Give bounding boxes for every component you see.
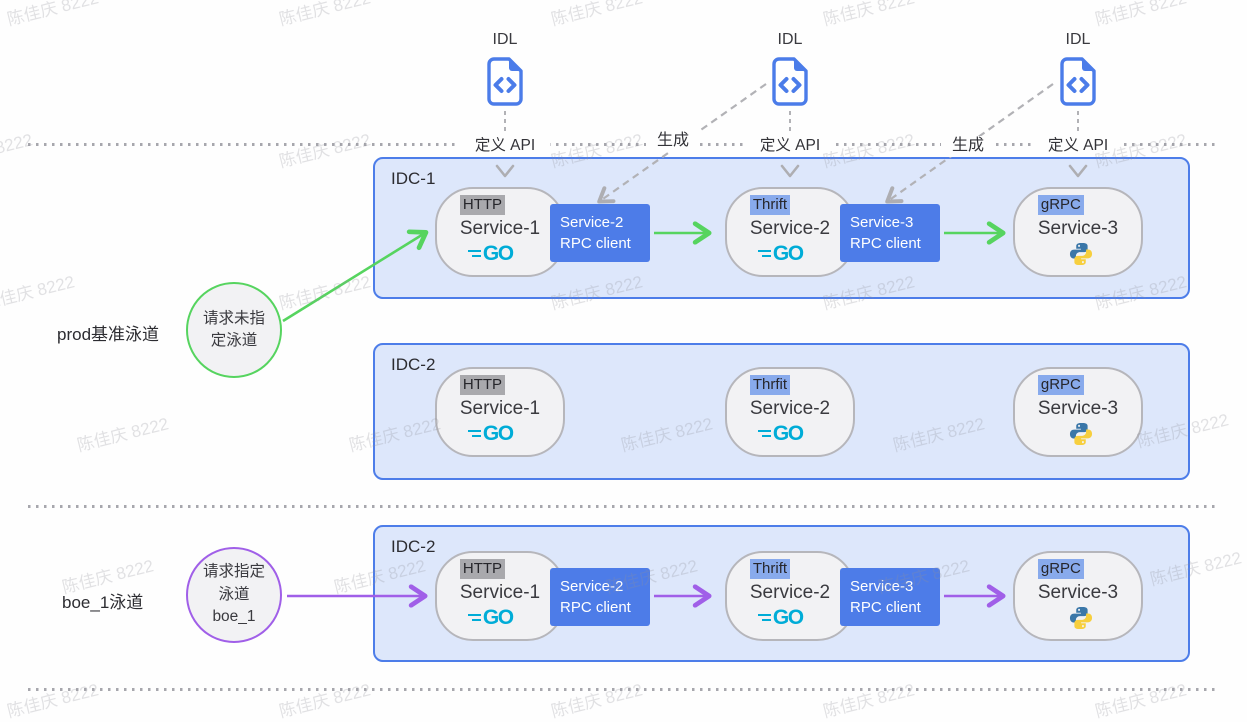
rpc-client-line: Service-3 xyxy=(850,214,914,231)
watermark: 陈佳庆 8222 xyxy=(1093,680,1189,722)
go-logo-icon: GO xyxy=(757,605,804,629)
service-name: Service-3 xyxy=(1037,581,1119,603)
protocol-badge: gRPC xyxy=(1037,559,1084,579)
idl-file-label: IDL xyxy=(1065,31,1091,48)
rpc-client-line: RPC client xyxy=(850,599,921,616)
service-node: gRPC Service-3 xyxy=(1013,187,1143,277)
lane-label-boe1: boe_1泳道 xyxy=(62,593,144,612)
idl-file-label: IDL xyxy=(492,31,518,48)
circle-text-line: 定泳道 xyxy=(210,332,258,349)
watermark: 陈佳庆 8222 xyxy=(277,680,373,722)
go-logo-icon: GO xyxy=(467,241,514,265)
idc-label: IDC-1 xyxy=(391,169,436,188)
go-logo-icon: GO xyxy=(757,241,804,265)
watermark: 陈佳庆 8222 xyxy=(821,0,917,30)
service-name: Service-1 xyxy=(459,397,541,419)
request-circle-boe1: 请求指定 泳道 boe_1 xyxy=(186,547,282,643)
python-logo-icon xyxy=(1068,421,1094,447)
watermark: 陈佳庆 8222 xyxy=(277,272,373,314)
go-logo-icon: GO xyxy=(757,421,804,445)
rpc-client-line: RPC client xyxy=(560,235,631,252)
service-name: Service-1 xyxy=(459,581,541,603)
watermark: 陈佳庆 8222 xyxy=(1093,0,1189,30)
rpc-client-box: Service-2 RPC client xyxy=(550,204,650,262)
idl-file-icon xyxy=(483,56,527,111)
go-logo-icon: GO xyxy=(467,421,514,445)
watermark: 陈佳庆 8222 xyxy=(549,0,645,30)
define-api-label: 定义 API xyxy=(460,136,550,157)
rpc-client-line: Service-2 xyxy=(560,214,624,231)
generate-label: 生成 xyxy=(941,136,995,157)
rpc-client-box: Service-2 RPC client xyxy=(550,568,650,626)
service-name: Service-2 xyxy=(749,217,831,239)
idl-file-label: IDL xyxy=(777,31,803,48)
rpc-client-line: RPC client xyxy=(560,599,631,616)
rpc-client-line: Service-2 xyxy=(560,578,624,595)
service-name: Service-3 xyxy=(1037,397,1119,419)
python-logo-icon xyxy=(1068,605,1094,631)
circle-text-line: 请求指定 xyxy=(202,563,265,581)
protocol-badge: HTTP xyxy=(459,375,506,395)
service-name: Service-2 xyxy=(749,397,831,419)
service-node: gRPC Service-3 xyxy=(1013,551,1143,641)
service-node: HTTP Service-1 GO xyxy=(435,187,565,277)
rpc-client-line: RPC client xyxy=(850,235,921,252)
idl-file-icon xyxy=(1056,56,1100,111)
protocol-badge: HTTP xyxy=(459,195,506,215)
service-node: HTTP Service-1 GO xyxy=(435,551,565,641)
protocol-badge: gRPC xyxy=(1037,375,1084,395)
service-node: gRPC Service-3 xyxy=(1013,367,1143,457)
protocol-badge: Thrift xyxy=(749,559,791,579)
service-node: Thrift Service-2 GO xyxy=(725,187,855,277)
service-name: Service-2 xyxy=(749,581,831,603)
rpc-client-box: Service-3 RPC client xyxy=(840,204,940,262)
service-node: Thrift Service-2 GO xyxy=(725,551,855,641)
idc-label: IDC-2 xyxy=(391,355,436,374)
rpc-client-box: Service-3 RPC client xyxy=(840,568,940,626)
define-api-label: 定义 API xyxy=(1033,136,1123,157)
protocol-badge: Thrift xyxy=(749,195,791,215)
watermark: 陈佳庆 8222 xyxy=(277,0,373,30)
define-api-label: 定义 API xyxy=(745,136,835,157)
protocol-badge: HTTP xyxy=(459,559,506,579)
watermark: 陈佳庆 8222 xyxy=(5,680,101,722)
go-logo-icon: GO xyxy=(467,605,514,629)
watermark: 陈佳庆 8222 xyxy=(0,272,77,314)
dotted-separator xyxy=(28,505,1220,508)
watermark: 陈佳庆 8222 xyxy=(0,130,35,171)
python-logo-icon xyxy=(1068,241,1094,267)
watermark: 陈佳庆 8222 xyxy=(549,680,645,722)
lane-label-prod: prod基准泳道 xyxy=(57,325,160,344)
generate-label: 生成 xyxy=(646,131,700,152)
watermark: 陈佳庆 8222 xyxy=(5,0,101,30)
rpc-client-line: Service-3 xyxy=(850,578,914,595)
service-name: Service-3 xyxy=(1037,217,1119,239)
circle-text-line: 泳道 xyxy=(218,585,250,603)
watermark: 陈佳庆 8222 xyxy=(75,414,171,456)
protocol-badge: gRPC xyxy=(1037,195,1084,215)
service-node: HTTP Service-1 GO xyxy=(435,367,565,457)
idc-label: IDC-2 xyxy=(391,537,436,556)
service-name: Service-1 xyxy=(459,217,541,239)
idl-file-icon xyxy=(768,56,812,111)
watermark: 陈佳庆 8222 xyxy=(277,130,373,172)
protocol-badge: Thrfit xyxy=(749,375,791,395)
service-node: Thrfit Service-2 GO xyxy=(725,367,855,457)
circle-text-line: 请求未指 xyxy=(202,309,265,327)
request-circle-unspecified: 请求未指 定泳道 xyxy=(186,282,282,378)
circle-text-line: boe_1 xyxy=(212,608,256,626)
dotted-separator xyxy=(28,688,1220,691)
watermark: 陈佳庆 8222 xyxy=(821,680,917,722)
